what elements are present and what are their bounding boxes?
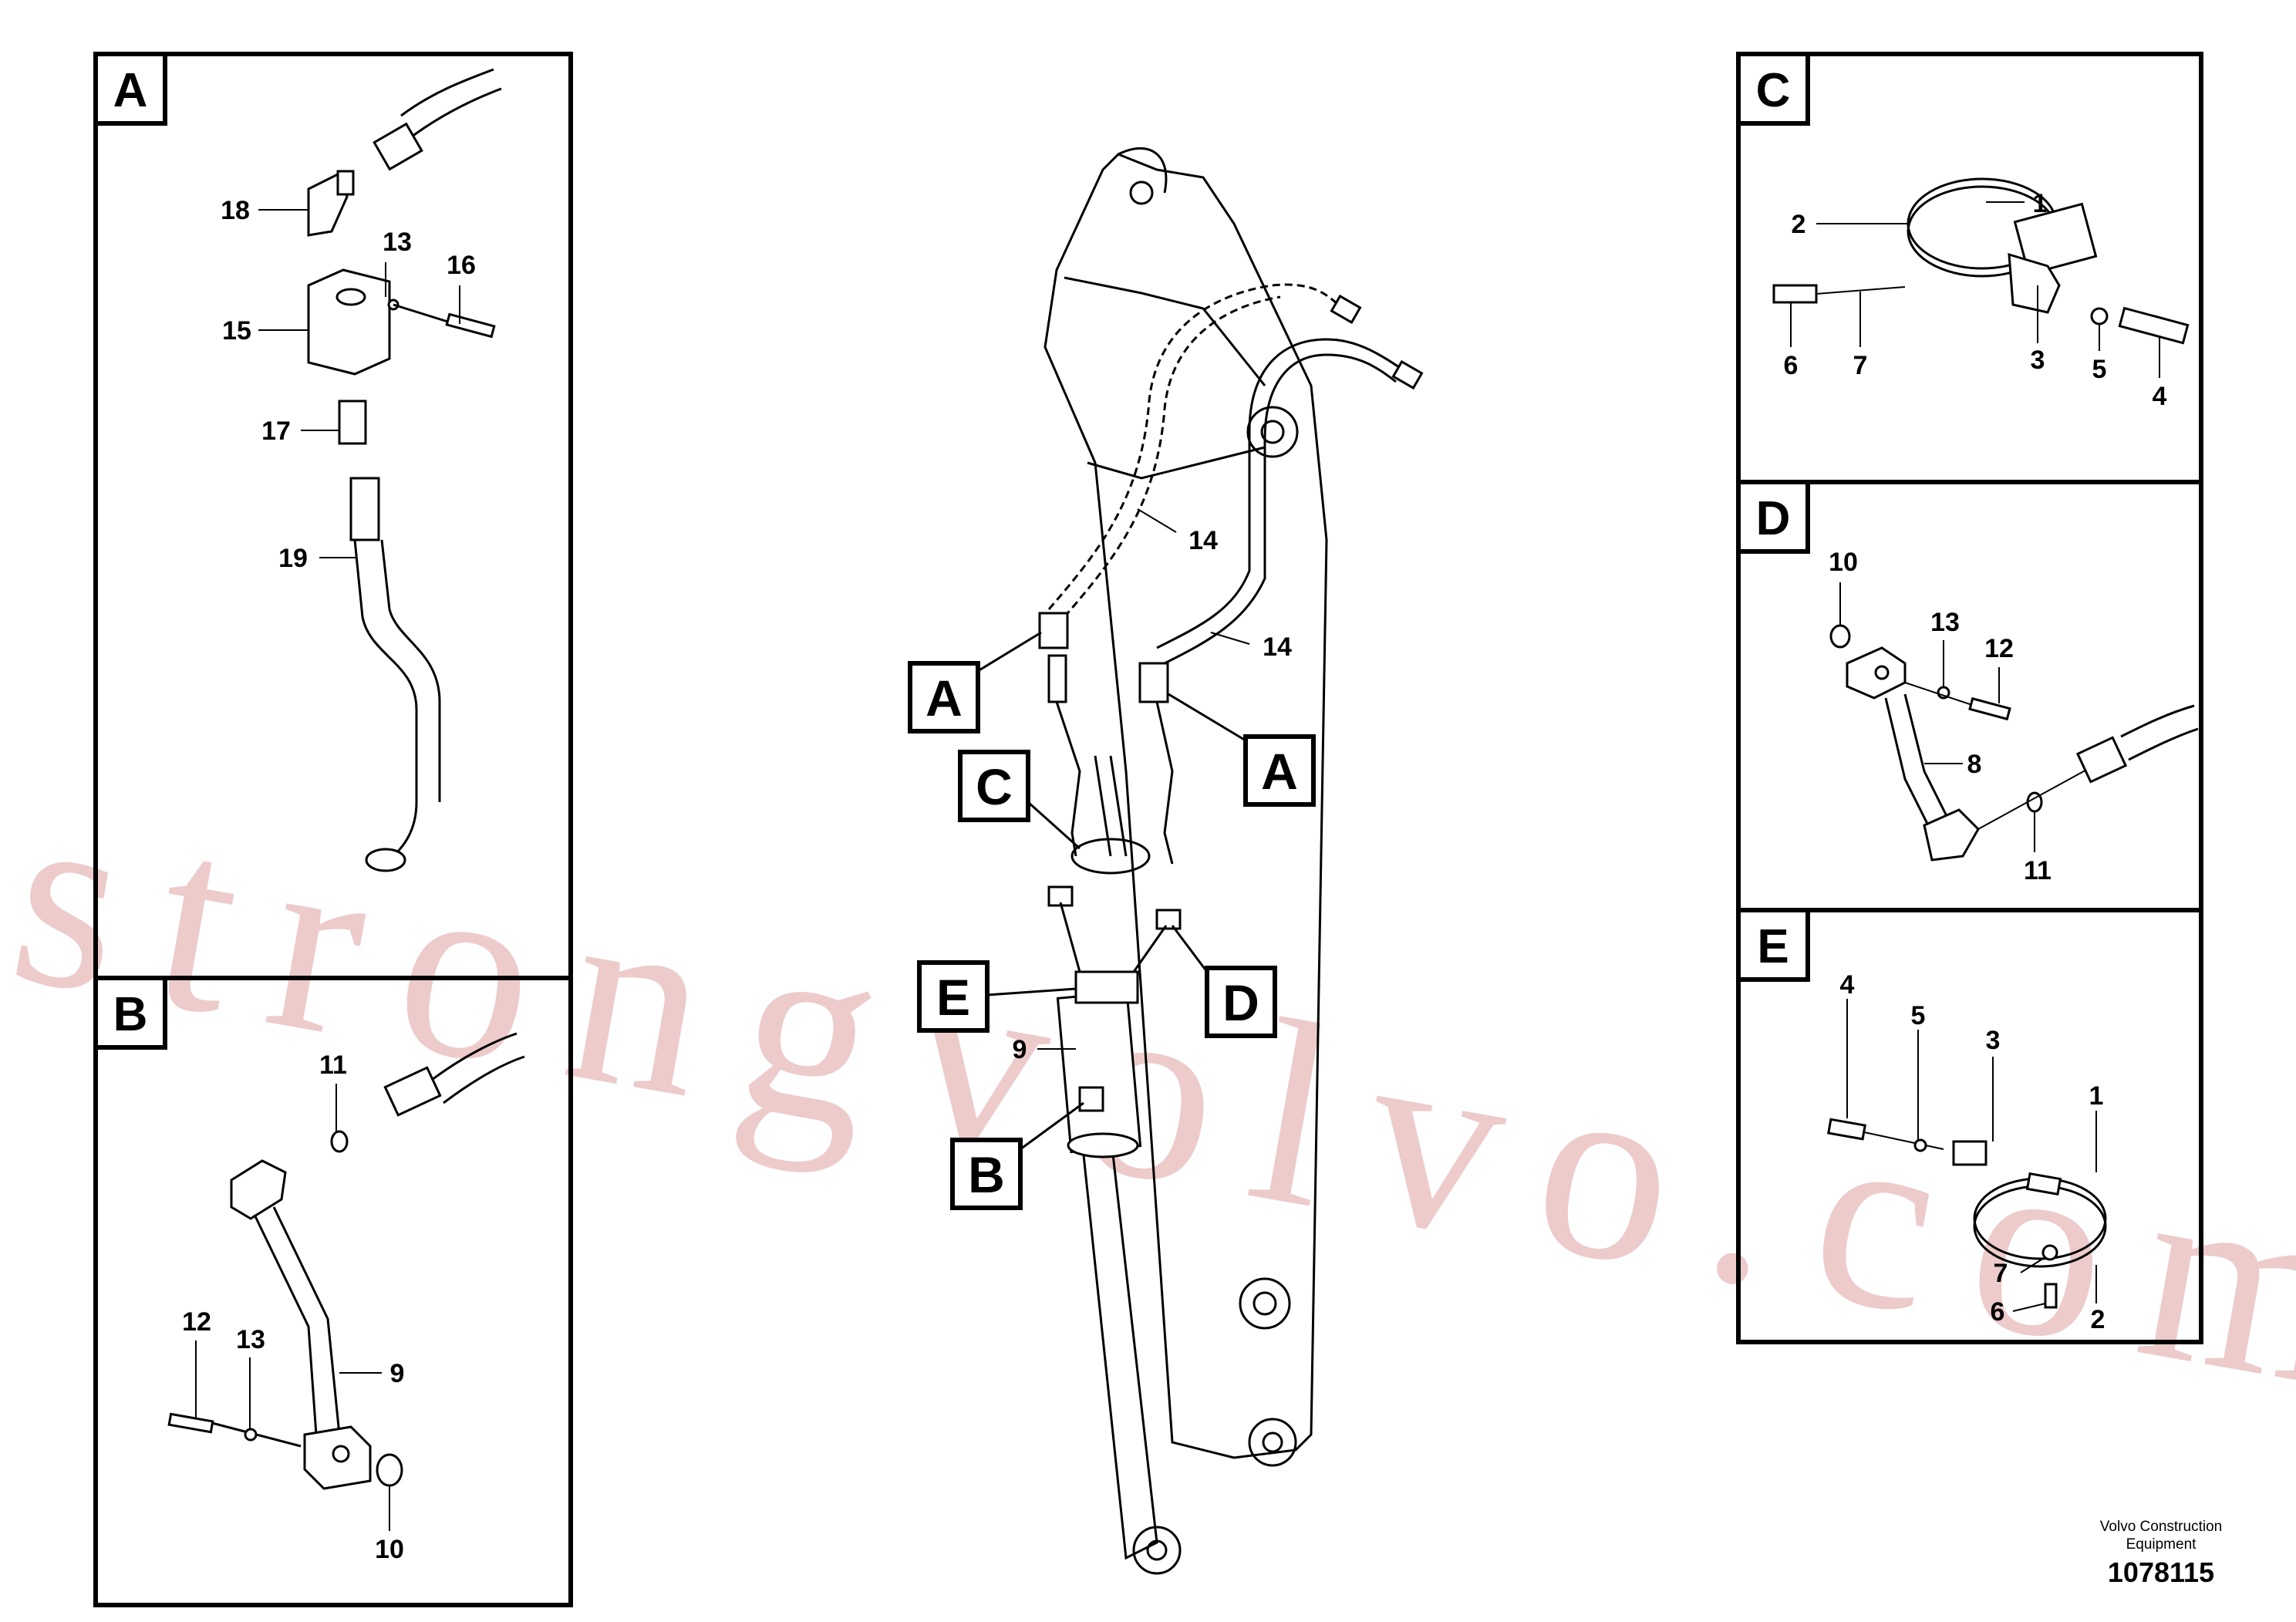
callout-b-12: 12 xyxy=(182,1307,211,1337)
callout-d-8: 8 xyxy=(1967,750,1982,779)
callout-e-4: 4 xyxy=(1840,970,1855,1000)
callout-b-11: 11 xyxy=(319,1050,347,1080)
callout-e-3: 3 xyxy=(1986,1026,2001,1055)
main-view-arm: A A C E D B 14 14 9 xyxy=(908,147,1424,1575)
panel-letter-a: A xyxy=(113,64,148,117)
callout-a-17: 17 xyxy=(261,416,291,446)
main-label-a-left: A xyxy=(925,669,963,727)
callout-a-16: 16 xyxy=(447,251,476,280)
callout-c-7: 7 xyxy=(1853,351,1868,380)
callout-e-1: 1 xyxy=(2089,1081,2104,1111)
panel-letter-c: C xyxy=(1756,64,1791,117)
callout-a-18: 18 xyxy=(221,196,250,225)
main-label-a-right: A xyxy=(1261,743,1298,800)
panel-letter-e: E xyxy=(1757,920,1789,973)
callout-main-14-right: 14 xyxy=(1263,632,1292,662)
callout-b-10: 10 xyxy=(375,1535,404,1564)
callout-d-11: 11 xyxy=(2024,856,2052,885)
callout-c-5: 5 xyxy=(2092,355,2107,384)
callout-b-9: 9 xyxy=(390,1359,405,1388)
detail-panel-c: C 1 2 6 7 3 5 4 xyxy=(1736,52,2203,484)
callout-e-5: 5 xyxy=(1911,1001,1926,1030)
callout-e-7: 7 xyxy=(1994,1259,2008,1288)
detail-panel-a: A 18 13 16 15 17 19 xyxy=(93,52,573,980)
detail-panel-b: B 11 12 13 9 10 xyxy=(93,976,573,1607)
callout-a-13: 13 xyxy=(383,228,412,257)
callout-c-1: 1 xyxy=(2033,189,2048,218)
document-number: 1078115 xyxy=(2107,1556,2215,1588)
callout-main-14-left: 14 xyxy=(1188,526,1218,555)
main-label-d: D xyxy=(1222,974,1259,1031)
main-label-e: E xyxy=(936,969,970,1026)
callout-main-9: 9 xyxy=(1013,1035,1027,1064)
callout-d-13: 13 xyxy=(1930,608,1960,637)
main-label-c: C xyxy=(976,758,1013,815)
callout-c-4: 4 xyxy=(2153,382,2167,411)
callout-a-15: 15 xyxy=(222,316,251,346)
main-label-b: B xyxy=(968,1146,1005,1203)
detail-panel-e: E 4 5 3 1 7 6 2 xyxy=(1736,908,2203,1344)
callout-d-12: 12 xyxy=(1984,634,2014,663)
detail-panel-d: D 10 13 12 8 11 xyxy=(1736,480,2203,912)
callout-c-3: 3 xyxy=(2031,346,2045,375)
panel-letter-d: D xyxy=(1756,492,1791,545)
callout-e-6: 6 xyxy=(1991,1297,2005,1327)
panel-letter-b: B xyxy=(113,988,148,1041)
callout-c-2: 2 xyxy=(1792,210,1806,239)
callout-b-13: 13 xyxy=(236,1325,265,1354)
manufacturer-label: Volvo Construction Equipment xyxy=(2099,1519,2223,1553)
callout-a-19: 19 xyxy=(278,544,308,573)
callout-e-2: 2 xyxy=(2091,1305,2106,1334)
callout-d-10: 10 xyxy=(1829,548,1858,577)
callout-c-6: 6 xyxy=(1784,351,1799,380)
